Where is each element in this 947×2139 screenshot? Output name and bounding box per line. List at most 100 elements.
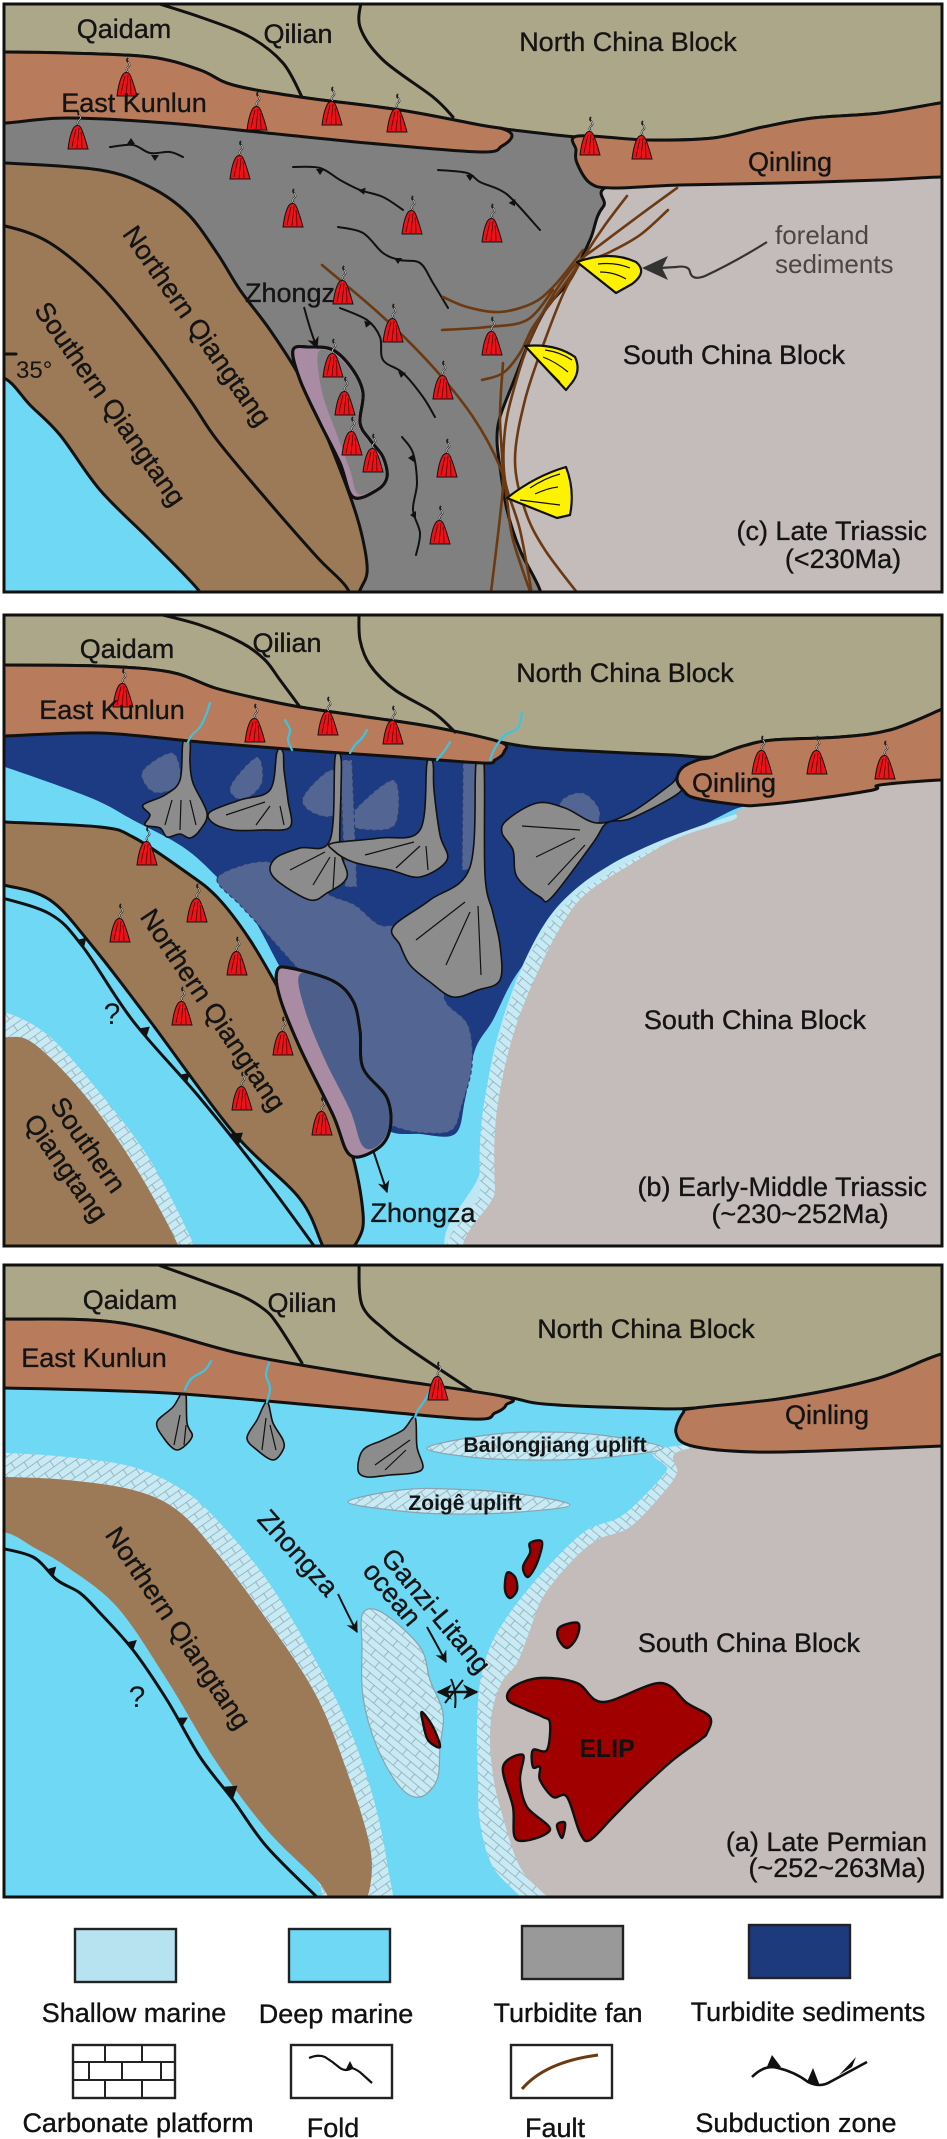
label-north-china-block: North China Block [516, 658, 734, 688]
label-zhongza: Zhongza [370, 1198, 476, 1228]
qinling-belt [570, 101, 942, 190]
fan-hatch [521, 825, 586, 886]
fold-line [339, 307, 436, 418]
southern-qiangtang-region [4, 1036, 179, 1246]
elip-basalt-fragment [555, 1820, 567, 1840]
foreland-fan-hatch [596, 262, 631, 290]
subduction-tooth-icon [76, 937, 87, 948]
label-bailongjiang-uplift: Bailongjiang uplift [463, 1434, 646, 1457]
fault-line [320, 263, 532, 592]
river-line [264, 1361, 272, 1404]
label-qaidam: Qaidam [80, 634, 175, 664]
legend-swatch-fault [509, 2043, 614, 2100]
label-uncertain: ? [104, 998, 121, 1031]
fold-line [109, 143, 184, 158]
subduction-tooth-icon [46, 1566, 57, 1577]
elip-basalt-fragment [521, 1539, 544, 1579]
foreland-fan-hatch [519, 473, 561, 506]
river-line [186, 701, 212, 744]
legend-swatch-fold [289, 2043, 394, 2100]
distal-turbidite-overlay [345, 779, 400, 831]
turbidite-fan [141, 737, 208, 839]
label-qaidam: Qaidam [83, 1285, 178, 1315]
zhongza-outline [274, 965, 393, 1159]
foreland-fan [575, 254, 643, 295]
subduction-tooth-icon [177, 1717, 188, 1727]
qinling-belt [674, 1352, 942, 1454]
label-qilian: Qilian [267, 1288, 336, 1318]
panel-a-frame [2, 1263, 944, 1899]
east-kunlun-belt [4, 1317, 515, 1421]
fold-line [401, 436, 422, 556]
legend-swatch-turbidite-sediments [747, 1923, 852, 1980]
ocean-pointer-arrow [426, 1626, 447, 1664]
turbidite-fan [207, 747, 293, 832]
label-qilian: Qilian [263, 19, 332, 49]
elip-basalt-main [505, 1676, 713, 1843]
river-line [283, 718, 294, 752]
fault-line [440, 288, 555, 332]
elip-basalt-fragment [503, 1571, 519, 1600]
elip-basalt-fragment [556, 1621, 581, 1650]
zhongza-pointer-arrow [337, 1593, 358, 1634]
subduction-tooth-icon [223, 1785, 238, 1800]
qaidam-qilian-boundary [154, 4, 304, 99]
legend-swatch-subduction-zone [751, 2055, 868, 2087]
fan-hatch [261, 1417, 277, 1451]
panel-c-late-triassic: Qaidam Qilian North China Block East Kun… [2, 2, 944, 594]
fan-hatch [225, 801, 285, 826]
label-east-kunlun: East Kunlun [39, 695, 185, 725]
label-east-kunlun: East Kunlun [61, 88, 207, 118]
zoige-uplift [347, 1487, 571, 1515]
subduction-tooth-icon [126, 1640, 137, 1650]
distal-turbidite-overlay [229, 756, 264, 801]
south-china-block-region [495, 127, 942, 592]
fault-line [441, 248, 585, 314]
turbidite-fan [390, 748, 503, 998]
river-line [183, 1359, 213, 1392]
legend-label-carbonate-platform: Carbonate platform [22, 2108, 253, 2138]
elip-basalt-fragment [420, 1710, 442, 1749]
label-foreland-line2: sediments [775, 249, 894, 279]
zhongza-interior [298, 972, 390, 1150]
fault-line [489, 361, 505, 592]
foreland-fan [523, 344, 579, 392]
bailongjiang-uplift [426, 1431, 664, 1461]
subduction-tooth-icon [139, 1026, 150, 1037]
fan-hatch [364, 841, 429, 871]
fan-hatch [415, 901, 482, 976]
turbidite-fan [155, 1388, 194, 1451]
turbidite-fan [500, 776, 684, 903]
foreland-arrow [659, 241, 768, 279]
legend-swatch-shallow-marine [73, 1927, 178, 1984]
label-qilian: Qilian [252, 628, 321, 658]
legend-swatch-carbonate-platform [71, 2043, 177, 2100]
subduction-zone-line [4, 1547, 320, 1897]
label-north-china-block: North China Block [519, 27, 737, 57]
panel-b-early-middle-triassic: Qaidam Qilian North China Block East Kun… [2, 613, 944, 1248]
zhongza-pointer-arrow [372, 1149, 390, 1194]
label-south-china-block: South China Block [638, 1628, 861, 1658]
foreland-fan-hatch [540, 349, 573, 383]
legend-label-fold: Fold [307, 2113, 360, 2139]
spreading-cross-mark [444, 1678, 464, 1709]
fold-line [292, 165, 404, 211]
legend-label-deep-marine: Deep marine [259, 1999, 414, 2029]
northern-qiangtang-region [4, 820, 365, 1246]
legend: Shallow marine Deep marine Turbidite fan… [22, 1923, 925, 2139]
label-south-china-block: South China Block [644, 1005, 867, 1035]
label-qinling: Qinling [785, 1400, 869, 1430]
qilian-north-china-boundary [357, 615, 457, 734]
label-qaidam: Qaidam [77, 14, 172, 44]
label-north-china-block: North China Block [537, 1314, 755, 1344]
subduction-tooth-icon [179, 1072, 190, 1083]
label-zoige-uplift: Zoigê uplift [408, 1492, 521, 1515]
qaidam-qilian-boundary [155, 615, 302, 709]
panel-a-late-permian: Qaidam Qilian North China Block East Kun… [2, 1263, 944, 1899]
label-east-kunlun: East Kunlun [21, 1343, 167, 1373]
legend-swatch-turbidite-fan [520, 1924, 625, 1981]
fan-hatch [289, 851, 336, 891]
fan-hatch [164, 799, 197, 831]
panel-c-frame [2, 2, 944, 594]
